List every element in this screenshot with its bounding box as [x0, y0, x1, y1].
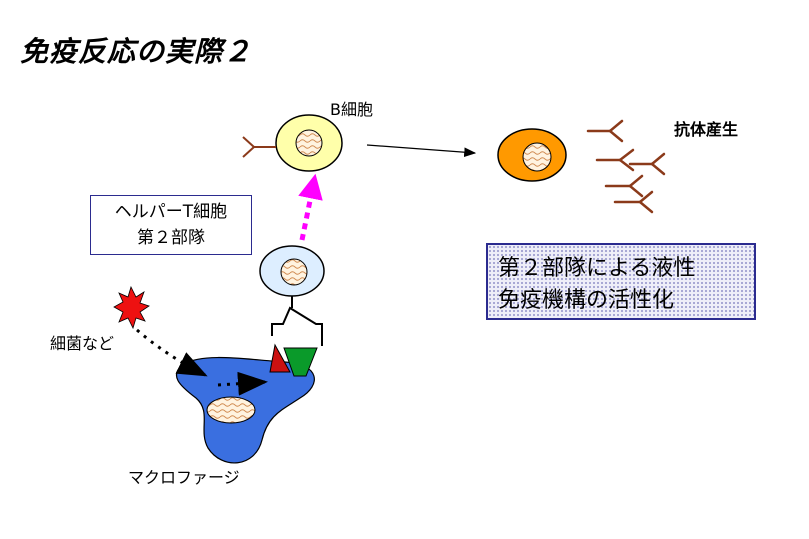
antibody-icon [613, 190, 654, 214]
bacteria [113, 285, 208, 377]
b-cell [242, 114, 343, 172]
antibody-icon [604, 174, 644, 198]
differentiation-arrow [366, 144, 477, 157]
humoral-box-line1: 第２部隊による液性 [498, 256, 696, 281]
humoral-immunity-box: 第２部隊による液性 免疫機構の活性化 [486, 243, 756, 320]
page-title: 免疫反応の実際２ [20, 35, 253, 68]
b-cell-receptor [242, 136, 276, 158]
plasma-cell [497, 128, 567, 182]
antibody-icon [628, 152, 666, 176]
antibody-icon [586, 119, 624, 143]
antibodies [586, 119, 666, 214]
helper-t-cell [259, 245, 325, 346]
humoral-box-line2: 免疫機構の活性化 [498, 288, 675, 313]
helper-box-line2: 第２部隊 [137, 228, 205, 248]
b-cell-label: B細胞 [330, 100, 373, 119]
antibody-icon [595, 148, 635, 172]
activation-arrow [298, 173, 323, 241]
bacteria-label: 細菌など [50, 334, 115, 353]
mhc-red [269, 343, 291, 373]
bacteria-arrow [136, 328, 208, 377]
mhc-green [283, 347, 318, 377]
macrophage [175, 343, 318, 464]
helper-box-line1: ヘルパーT細胞 [114, 202, 228, 222]
antibody-production-label: 抗体産生 [674, 120, 739, 139]
helper-t-cell-box: ヘルパーT細胞 第２部隊 [90, 195, 252, 255]
macrophage-label: マクロファージ [128, 468, 240, 487]
t-cell-receptor [271, 296, 323, 346]
